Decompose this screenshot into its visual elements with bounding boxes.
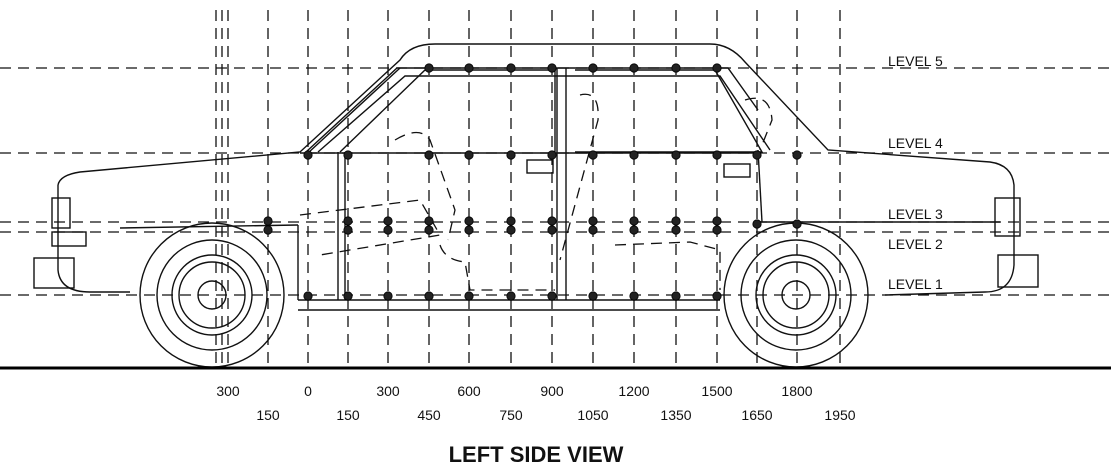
measurement-point xyxy=(263,216,273,226)
measurement-point xyxy=(712,63,722,73)
measurement-point xyxy=(629,291,639,301)
measurement-point xyxy=(712,291,722,301)
measurement-point xyxy=(671,225,681,235)
measurement-point xyxy=(424,225,434,235)
measurement-point xyxy=(712,216,722,226)
tick-upper-1: 0 xyxy=(304,383,312,399)
measurement-point xyxy=(629,225,639,235)
measurement-points xyxy=(263,63,802,301)
measurement-point xyxy=(424,216,434,226)
tick-lower-3: 750 xyxy=(499,407,523,423)
measurement-point xyxy=(671,63,681,73)
measurement-point xyxy=(506,291,516,301)
diagram-title: LEFT SIDE VIEW xyxy=(449,442,624,467)
measurement-point xyxy=(506,216,516,226)
measurement-point xyxy=(383,291,393,301)
tick-lower-7: 1950 xyxy=(824,407,855,423)
measurement-point xyxy=(629,63,639,73)
measurement-point xyxy=(343,291,353,301)
measurement-point xyxy=(424,63,434,73)
lamps xyxy=(33,197,1039,289)
measurement-point xyxy=(547,291,557,301)
measurement-point xyxy=(547,225,557,235)
tick-upper-2: 300 xyxy=(376,383,400,399)
measurement-point xyxy=(383,216,393,226)
measurement-point xyxy=(588,150,598,160)
measurement-point xyxy=(792,150,802,160)
tick-upper-6: 1500 xyxy=(701,383,732,399)
measurement-point xyxy=(506,63,516,73)
seat-outlines xyxy=(299,93,773,291)
level-2-label: LEVEL 2 xyxy=(888,236,943,252)
measurement-point xyxy=(343,150,353,160)
tick-lower-6: 1650 xyxy=(741,407,772,423)
level-3-label: LEVEL 3 xyxy=(888,206,943,222)
measurement-point xyxy=(303,291,313,301)
measurement-point xyxy=(383,225,393,235)
tick-lower-2: 450 xyxy=(417,407,441,423)
measurement-point xyxy=(588,291,598,301)
level-4-label: LEVEL 4 xyxy=(888,135,943,151)
tick-upper-0: 300 xyxy=(216,383,240,399)
level-5-label: LEVEL 5 xyxy=(888,53,943,69)
measurement-point xyxy=(671,216,681,226)
measurement-point xyxy=(303,150,313,160)
measurement-point xyxy=(547,216,557,226)
measurement-point xyxy=(506,150,516,160)
level-1-label: LEVEL 1 xyxy=(888,276,943,292)
measurement-point xyxy=(464,216,474,226)
measurement-point xyxy=(752,150,762,160)
measurement-point xyxy=(712,225,722,235)
tick-upper-4: 900 xyxy=(540,383,564,399)
measurement-point xyxy=(588,216,598,226)
car-body xyxy=(57,43,1015,311)
measurement-point xyxy=(712,150,722,160)
tick-lower-5: 1350 xyxy=(660,407,691,423)
measurement-point xyxy=(588,63,598,73)
tick-upper-7: 1800 xyxy=(781,383,812,399)
measurement-point xyxy=(424,150,434,160)
tick-upper-3: 600 xyxy=(457,383,481,399)
tick-upper-5: 1200 xyxy=(618,383,649,399)
measurement-point xyxy=(343,225,353,235)
tick-lower-1: 150 xyxy=(336,407,360,423)
measurement-point xyxy=(792,219,802,229)
measurement-point xyxy=(547,63,557,73)
measurement-point xyxy=(464,150,474,160)
measurement-point xyxy=(547,150,557,160)
measurement-point xyxy=(464,291,474,301)
measurement-point xyxy=(752,219,762,229)
measurement-point xyxy=(671,150,681,160)
measurement-point xyxy=(629,150,639,160)
measurement-point xyxy=(629,216,639,226)
measurement-point xyxy=(464,225,474,235)
measurement-point xyxy=(506,225,516,235)
measurement-point xyxy=(263,225,273,235)
measurement-point xyxy=(671,291,681,301)
measurement-point xyxy=(464,63,474,73)
measurement-point xyxy=(424,291,434,301)
tick-lower-0: 150 xyxy=(256,407,280,423)
measurement-point xyxy=(588,225,598,235)
tick-lower-4: 1050 xyxy=(577,407,608,423)
measurement-point xyxy=(343,216,353,226)
